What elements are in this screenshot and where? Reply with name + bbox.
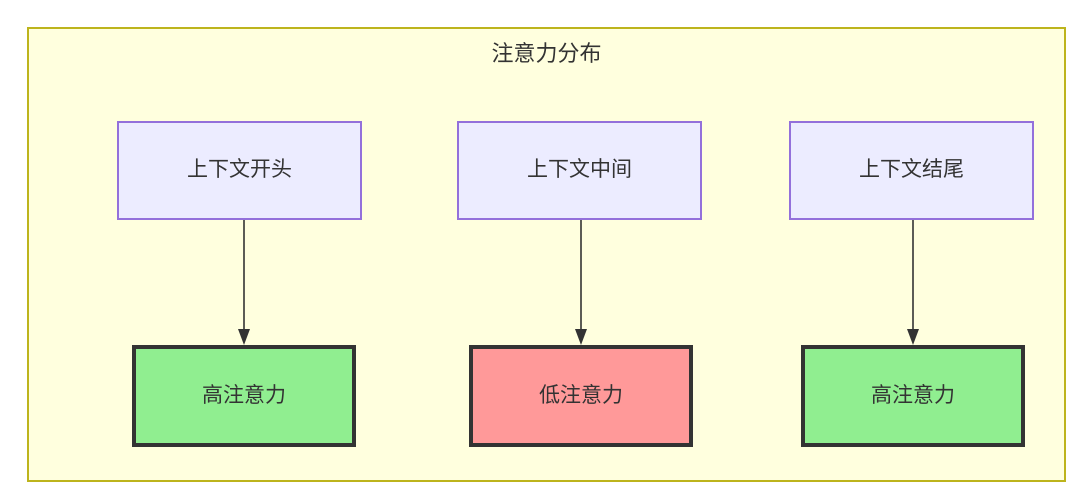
- node-attention-start[interactable]: 高注意力: [132, 345, 356, 447]
- node-context-end[interactable]: 上下文结尾: [789, 121, 1034, 220]
- arrow-end-to-attention: [907, 220, 919, 345]
- arrow-start-to-attention: [238, 220, 250, 345]
- subgraph-title: 注意力分布: [491, 41, 602, 66]
- node-context-middle[interactable]: 上下文中间: [457, 121, 702, 220]
- node-attention-middle[interactable]: 低注意力: [469, 345, 693, 447]
- node-attention-end[interactable]: 高注意力: [801, 345, 1025, 447]
- node-context-start[interactable]: 上下文开头: [117, 121, 362, 220]
- arrow-middle-to-attention: [575, 220, 587, 345]
- attention-distribution-subgraph: 注意力分布 上下文开头 上下文中间 上下文结尾 高注意力 低注意力 高注意力: [27, 27, 1066, 482]
